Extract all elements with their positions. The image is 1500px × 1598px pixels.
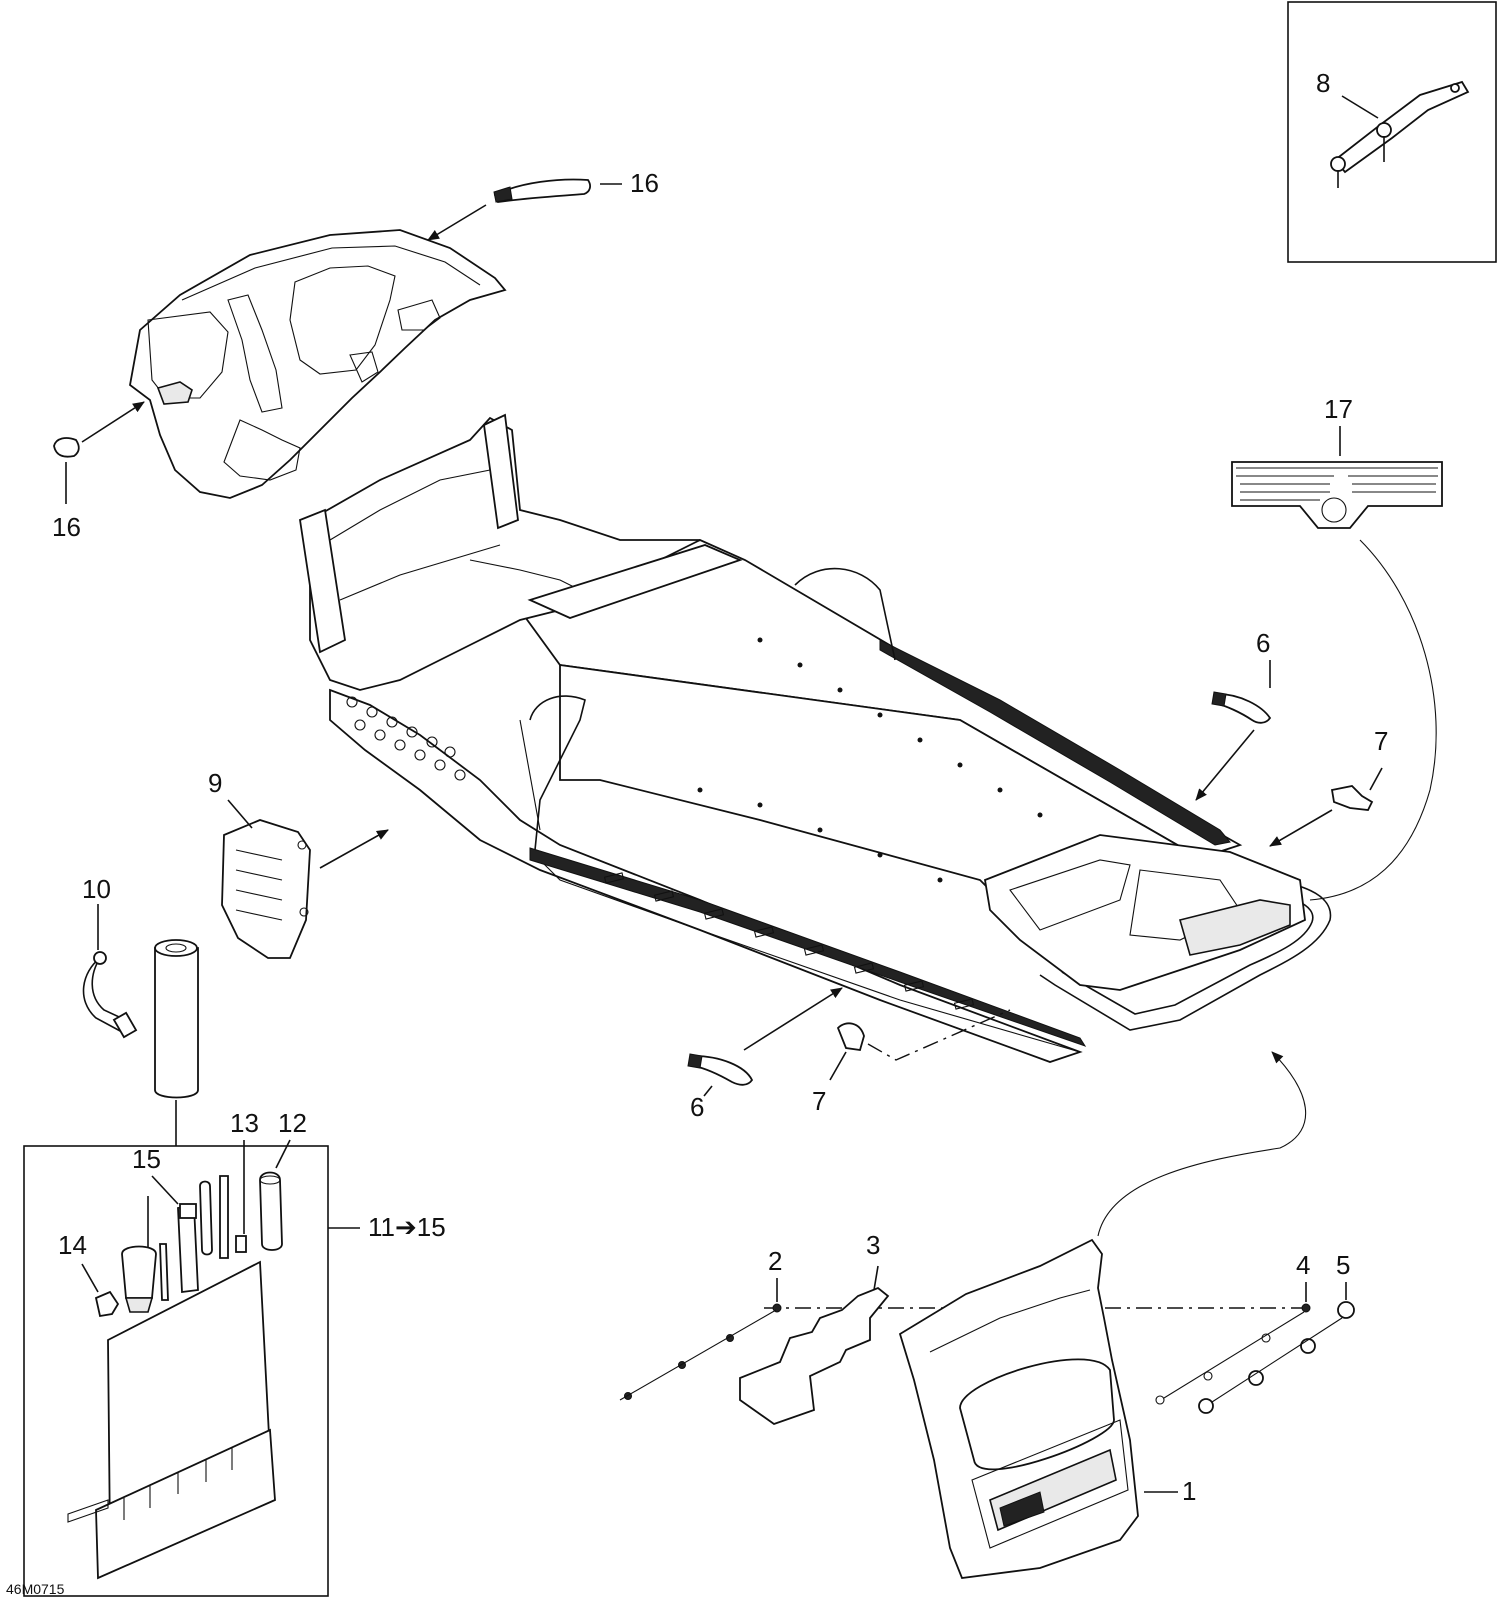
arrow-9 bbox=[319, 829, 389, 869]
leader-6-lower bbox=[703, 1085, 713, 1097]
callout-4: 4 bbox=[1296, 1250, 1310, 1280]
callout-6-upper: 6 bbox=[1256, 628, 1270, 658]
callout-6-lower: 6 bbox=[690, 1092, 704, 1122]
callout-1: 1 bbox=[1182, 1476, 1196, 1506]
part-6-lower: 6 bbox=[687, 987, 843, 1122]
callout-16-upper: 16 bbox=[630, 168, 659, 198]
part-3-plate: 3 bbox=[739, 1230, 890, 1426]
part-1-grille: 1 bbox=[898, 1238, 1196, 1579]
callout-10: 10 bbox=[82, 874, 111, 904]
leader-7-lower bbox=[829, 1051, 847, 1081]
running-board-slots bbox=[603, 872, 975, 1010]
part-7-upper: 7 bbox=[1269, 726, 1388, 847]
chassis-frame bbox=[299, 413, 1332, 1063]
callout-5: 5 bbox=[1336, 1250, 1350, 1280]
arrow-16-lower bbox=[81, 401, 145, 443]
callout-14: 14 bbox=[58, 1230, 87, 1260]
leader-7-upper bbox=[1369, 767, 1383, 791]
inset-box-part-8: 8 bbox=[1287, 1, 1497, 263]
part-15-socket-bar: 15 bbox=[132, 1144, 199, 1294]
leader-9 bbox=[227, 799, 253, 829]
part-8-bracket bbox=[1330, 80, 1470, 188]
callout-16-lower: 16 bbox=[52, 512, 81, 542]
part-17-warning-decal: 17 bbox=[1231, 394, 1443, 901]
callout-2: 2 bbox=[768, 1246, 782, 1276]
callout-13: 13 bbox=[230, 1108, 259, 1138]
part-14-clip: 14 bbox=[58, 1230, 120, 1318]
callout-17: 17 bbox=[1324, 394, 1353, 424]
callout-12: 12 bbox=[278, 1108, 307, 1138]
part-16-lower-cap: 16 bbox=[52, 401, 145, 542]
tool-kit-box: 11➔15 14 15 bbox=[23, 1108, 446, 1597]
callout-3: 3 bbox=[866, 1230, 880, 1260]
callout-8: 8 bbox=[1316, 68, 1330, 98]
arrow-6-lower bbox=[743, 987, 843, 1051]
part-6-upper: 6 bbox=[1195, 628, 1272, 801]
part-13-plate: 13 bbox=[230, 1108, 259, 1253]
arrow-1-assembly bbox=[1097, 1051, 1307, 1237]
part-4-hardware: 4 bbox=[1155, 1250, 1311, 1405]
leader-8 bbox=[1341, 95, 1379, 119]
callout-11-15: 11➔15 bbox=[368, 1212, 446, 1242]
centerline-7-lower bbox=[867, 1009, 1011, 1061]
reference-code: 46M0715 bbox=[6, 1581, 65, 1597]
screwdriver bbox=[121, 1196, 157, 1313]
part-2-hardware: 2 bbox=[619, 1246, 782, 1401]
deck-rivets bbox=[697, 637, 1043, 883]
part-5-caps: 5 bbox=[1198, 1250, 1355, 1414]
hood-assembly bbox=[129, 229, 507, 499]
arrow-7-upper bbox=[1269, 809, 1333, 847]
leader-17-curve bbox=[1309, 539, 1437, 901]
callout-7-lower: 7 bbox=[812, 1086, 826, 1116]
part-10-strap: 10 bbox=[82, 874, 138, 1039]
callout-7-upper: 7 bbox=[1374, 726, 1388, 756]
arrow-16-upper bbox=[427, 204, 487, 241]
callout-15: 15 bbox=[132, 1144, 161, 1174]
part-12-socket: 12 bbox=[259, 1108, 307, 1251]
callout-9: 9 bbox=[208, 768, 222, 798]
leader-3 bbox=[873, 1265, 879, 1291]
tool-pouch-roll bbox=[154, 939, 199, 1146]
arrow-6-upper bbox=[1195, 729, 1255, 801]
footrest-holes bbox=[346, 696, 466, 781]
part-7-lower: 7 bbox=[812, 1009, 1011, 1116]
part-9-cover: 9 bbox=[208, 768, 389, 959]
part-16-upper-trim: 16 bbox=[427, 168, 659, 241]
